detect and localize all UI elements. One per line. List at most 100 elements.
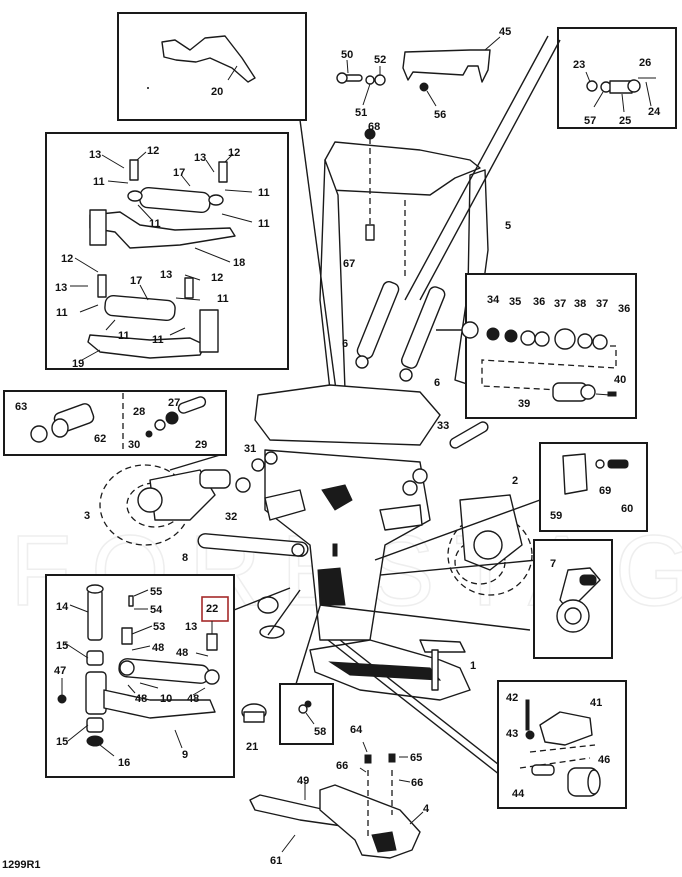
callout-12b: 12 [228,147,240,159]
callout-29: 29 [195,439,207,451]
callout-13b: 13 [194,152,206,164]
callout-17b: 17 [130,275,142,287]
callout-12c: 12 [61,253,73,265]
callout-11b: 11 [258,187,270,199]
callout-22: 22 [206,603,218,615]
callout-9: 9 [182,749,188,761]
callout-66b: 66 [411,777,423,789]
callout-62: 62 [94,433,106,445]
callout-41: 41 [590,697,602,709]
callout-16: 16 [118,757,130,769]
inset-parts-9-16-22 [45,574,235,778]
callout-11h: 11 [152,334,164,346]
callout-30: 30 [128,439,140,451]
callout-20: 20 [211,86,223,98]
main-frame [99,35,561,776]
callout-56: 56 [434,109,446,121]
callout-37a: 37 [554,298,566,310]
callout-31: 31 [244,443,256,455]
callout-64: 64 [350,724,363,736]
callout-21: 21 [246,741,258,753]
callout-3: 3 [84,510,90,522]
callout-67: 67 [343,258,355,270]
callout-7: 7 [550,558,556,570]
callout-5: 5 [505,220,511,232]
bracket-45 [402,36,501,83]
callout-59: 59 [550,510,562,522]
callout-12a: 12 [147,145,159,157]
callout-11c: 11 [149,218,161,230]
inset-parts-27-30-62-63 [3,390,227,456]
callout-1: 1 [470,660,476,672]
callout-53: 53 [153,621,165,633]
inset-parts-34-40 [461,273,637,419]
callout-43: 43 [506,728,518,740]
callout-48c: 48 [135,693,147,705]
callout-6a: 6 [342,338,348,350]
callout-69: 69 [599,485,611,497]
callout-6b: 6 [434,377,440,389]
inset-parts-11-19 [45,132,289,370]
callout-36b: 36 [618,303,630,315]
callout-11f: 11 [56,307,68,319]
callout-15a: 15 [56,640,68,652]
callout-25: 25 [619,115,631,127]
callout-19: 19 [72,358,84,370]
callout-66a: 66 [336,760,348,772]
callout-27: 27 [168,397,180,409]
bottom-assembly [249,741,424,859]
callout-58: 58 [314,726,326,738]
callout-37b: 37 [596,298,608,310]
callout-12d: 12 [211,272,223,284]
callout-8: 8 [182,552,188,564]
inset-parts-59-60-69 [539,442,648,532]
callout-13c: 13 [55,282,67,294]
callout-54: 54 [150,604,163,616]
callout-61: 61 [270,855,282,867]
callout-15b: 15 [56,736,68,748]
callout-45: 45 [499,26,511,38]
callout-46: 46 [598,754,610,766]
callout-65: 65 [410,752,422,764]
callout-26: 26 [639,57,651,69]
callout-68: 68 [368,121,380,133]
callout-13e: 13 [185,621,197,633]
callout-48a: 48 [152,642,164,654]
callout-11a: 11 [93,176,105,188]
callout-28: 28 [133,406,145,418]
callout-42: 42 [506,692,518,704]
inset-part-20 [117,12,307,121]
callout-36a: 36 [533,296,545,308]
callout-40: 40 [614,374,626,386]
callout-63: 63 [15,401,27,413]
inset-parts-41-46 [497,680,627,809]
callout-13d: 13 [160,269,172,281]
callout-4: 4 [423,803,430,815]
callout-24: 24 [648,106,661,118]
callout-33: 33 [437,420,449,432]
callout-labels: 20 50 52 51 56 45 23 26 24 57 25 68 5 67… [15,26,661,867]
callout-35: 35 [509,296,521,308]
callout-18: 18 [233,257,245,269]
callout-11e: 11 [217,293,229,305]
drawing-id-label: 1299R1 [2,859,41,871]
highlight-box-22 [201,596,229,622]
callout-34: 34 [487,294,500,306]
callout-38: 38 [574,298,586,310]
callout-47: 47 [54,665,66,677]
callout-10: 10 [160,693,172,705]
callout-17a: 17 [173,167,185,179]
callout-14: 14 [56,601,69,613]
callout-44: 44 [512,788,525,800]
callout-32: 32 [225,511,237,523]
inset-parts-23-26 [557,27,677,129]
callout-60: 60 [621,503,633,515]
callout-50: 50 [341,49,353,61]
inset-part-58 [279,683,334,745]
callout-13a: 13 [89,149,101,161]
callout-23: 23 [573,59,585,71]
callout-48d: 48 [187,693,199,705]
callout-48b: 48 [176,647,188,659]
callout-55: 55 [150,586,162,598]
